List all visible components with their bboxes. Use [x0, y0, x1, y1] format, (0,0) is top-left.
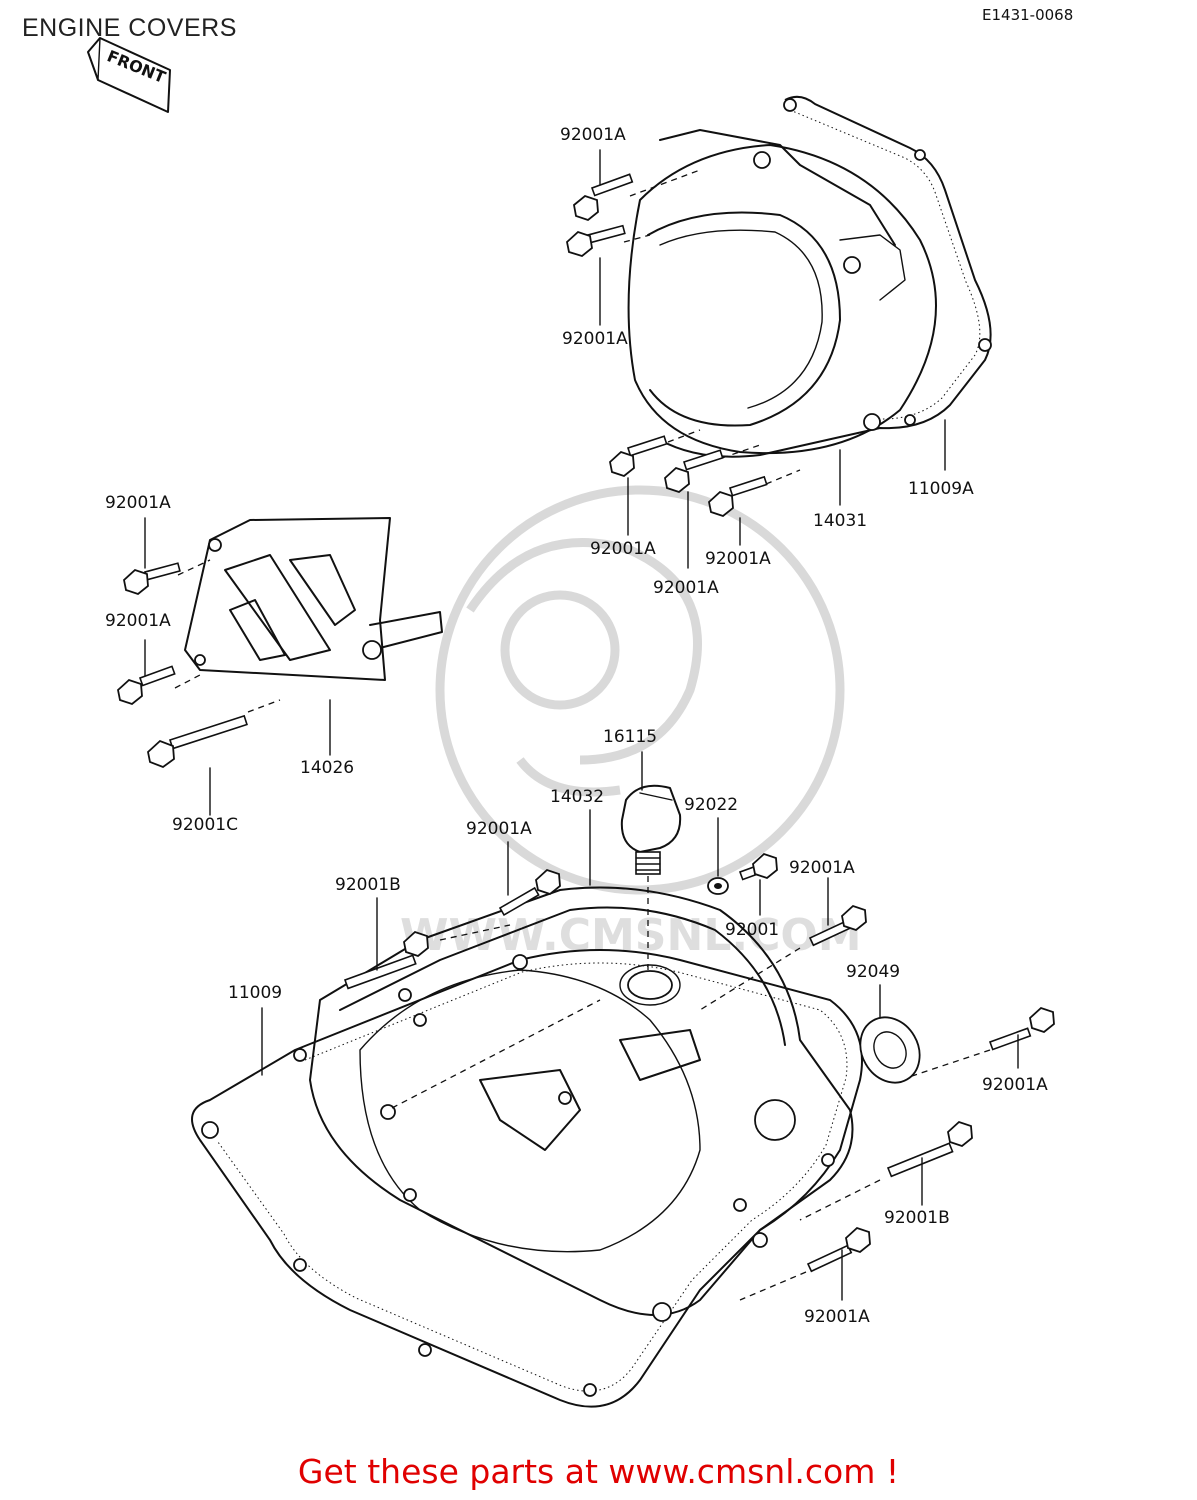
callout-label: 92001A — [705, 549, 771, 569]
callout-label: 92001A — [804, 1307, 870, 1327]
page-title: ENGINE COVERS — [22, 14, 237, 42]
washer-92022 — [707, 877, 729, 895]
callout-label: 14031 — [813, 511, 867, 531]
callout-label: 92001B — [335, 875, 401, 895]
leader-lines — [144, 149, 1019, 1301]
callout-label: 92049 — [846, 962, 900, 982]
callout-label: 11009 — [228, 983, 282, 1003]
gasket-11009 — [191, 949, 863, 1408]
watermark-logo: WWW.CMSNL.COM — [400, 485, 862, 961]
callout-labels: 92001A 92001A 11009A 14031 92001A 92001A… — [105, 125, 1048, 1327]
bolt-group-sprocket-cover — [117, 559, 281, 769]
callout-label: 11009A — [908, 479, 974, 499]
callout-label: 92022 — [684, 795, 738, 815]
watermark-text: WWW.CMSNL.COM — [400, 910, 862, 961]
callout-label: 92001A — [789, 858, 855, 878]
oil-filler-cap-16115 — [620, 784, 682, 975]
callout-label: 92001A — [560, 125, 626, 145]
callout-label: 16115 — [603, 727, 657, 747]
callout-label: 92001A — [590, 539, 656, 559]
callout-label: 14032 — [550, 787, 604, 807]
front-direction-arrow: FRONT — [87, 37, 171, 113]
callout-label: 92001C — [172, 815, 238, 835]
clutch-cover-14031 — [627, 95, 992, 458]
diagram-reference-code: E1431-0068 — [982, 6, 1074, 24]
crankcase-cover-14032 — [309, 886, 854, 1316]
sprocket-cover-14026 — [184, 517, 443, 681]
callout-label: 92001B — [884, 1208, 950, 1228]
callout-label: 92001A — [105, 493, 171, 513]
oil-seal-92049 — [859, 1016, 921, 1084]
callout-label: 92001A — [653, 578, 719, 598]
callout-label: 92001A — [466, 819, 532, 839]
get-parts-link[interactable]: Get these parts at www.cmsnl.com ! — [297, 1452, 900, 1491]
callout-label: 92001 — [725, 920, 779, 940]
callout-label: 92001A — [982, 1075, 1048, 1095]
callout-label: 92001A — [105, 611, 171, 631]
callout-label: 14026 — [300, 758, 354, 778]
bolt-group-lower-cover — [343, 852, 1055, 1301]
front-label: FRONT — [104, 46, 168, 87]
bolt-group-top-cover — [566, 169, 801, 518]
callout-label: 92001A — [562, 329, 628, 349]
